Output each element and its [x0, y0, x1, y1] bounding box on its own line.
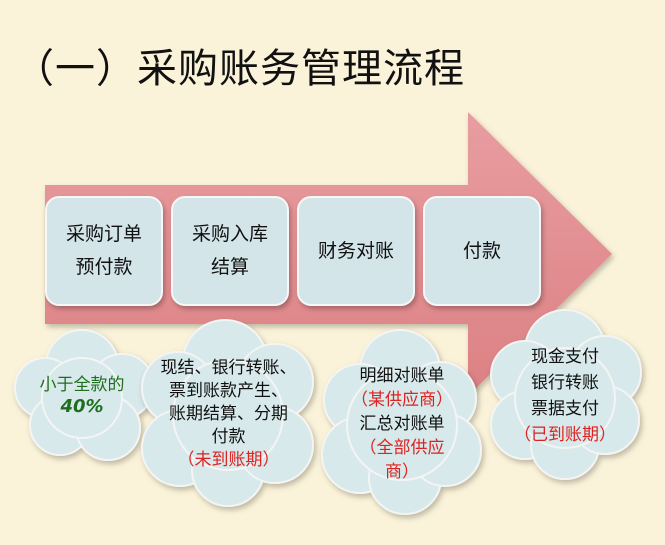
- note-line: 账期结算、分期: [169, 404, 288, 424]
- note-line: 票到账款产生、: [169, 381, 288, 401]
- step-box-1: 采购订单 预付款: [45, 196, 163, 306]
- note-line: （未到账期）: [177, 450, 280, 470]
- cloud-4-text: 现金支付 银行转账 票据支付 （已到账期）: [498, 344, 632, 448]
- page-title: （一）采购账务管理流程: [14, 46, 465, 92]
- note-line: 汇总对账单: [359, 414, 445, 434]
- cloud-1-text: 小于全款的 40%: [18, 374, 146, 418]
- step-label: 财务对账: [317, 239, 394, 262]
- step-box-2: 采购入库 结算: [171, 196, 289, 306]
- note-line: 商）: [385, 462, 419, 482]
- step-box-4: 付款: [423, 196, 541, 306]
- note-line: （已到账期）: [514, 425, 616, 445]
- step-label: 采购入库 结算: [191, 223, 268, 278]
- cloud-2: [141, 319, 314, 507]
- cloud-2-text: 现结、银行转账、 票到账款产生、 账期结算、分期 付款 （未到账期）: [156, 357, 301, 472]
- note-line: 40%: [60, 396, 104, 417]
- note-line: 银行转账: [531, 373, 599, 393]
- step-box-3: 财务对账: [297, 196, 415, 306]
- step-label: 付款: [462, 239, 501, 262]
- step-label: 采购订单 预付款: [65, 223, 142, 278]
- cloud-4: [490, 309, 642, 480]
- note-line: （某供应商）: [351, 390, 453, 410]
- note-line: 明细对账单: [359, 366, 445, 386]
- cloud-3-text: 明细对账单 （某供应商） 汇总对账单 （全部供应 商）: [335, 364, 469, 484]
- note-line: 小于全款的: [39, 375, 125, 395]
- cloud-3: [321, 329, 482, 515]
- note-line: 付款: [211, 427, 246, 447]
- note-line: 现结、银行转账、: [160, 358, 297, 378]
- note-line: （全部供应: [359, 438, 445, 458]
- note-line: 现金支付: [531, 347, 599, 367]
- cloud-1: [14, 329, 155, 461]
- note-line: 票据支付: [531, 399, 599, 419]
